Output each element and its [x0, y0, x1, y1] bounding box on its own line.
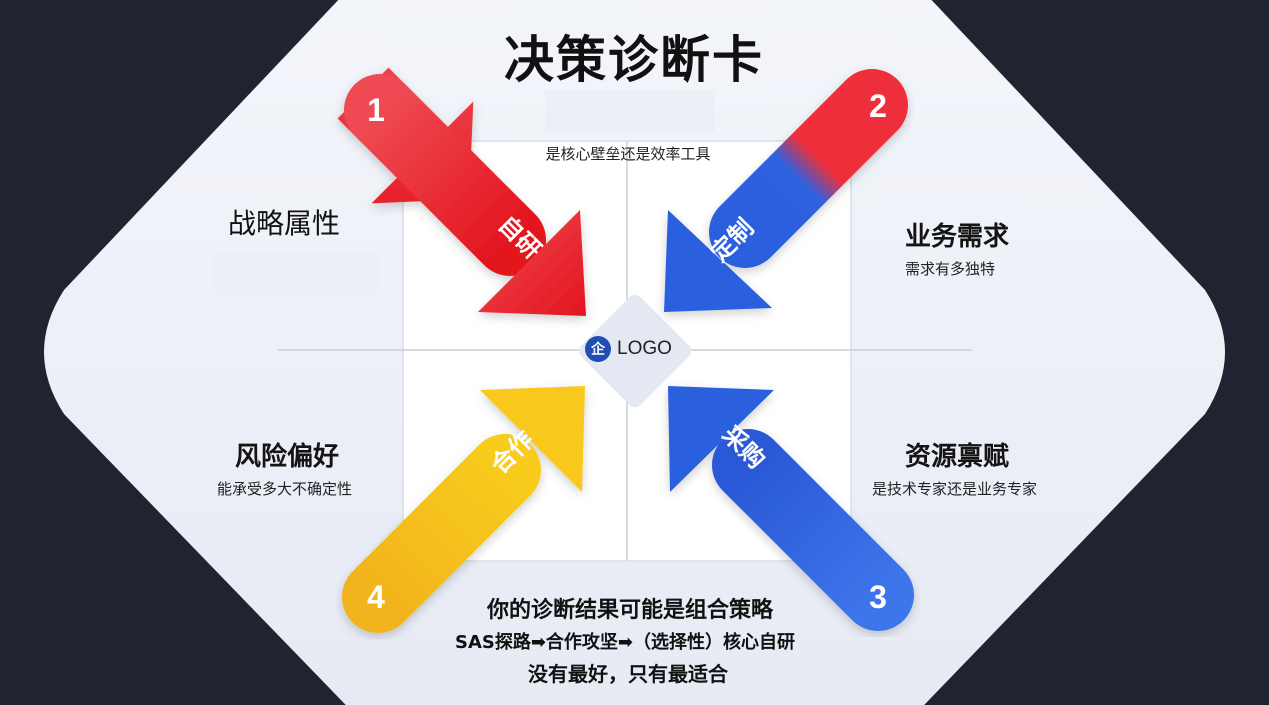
label-business-sub: 需求有多独特: [905, 260, 996, 278]
arrow-number-3: 3: [869, 579, 887, 615]
logo-icon: 企: [585, 336, 611, 362]
page-title: 决策诊断卡: [504, 31, 764, 89]
center-diamond: [578, 294, 692, 408]
center-logo: 企 LOGO: [585, 336, 672, 362]
arrow-number-2: 2: [869, 88, 887, 124]
arrow-4: [342, 386, 585, 633]
arrow-3: [668, 386, 914, 631]
label-strategic: 战略属性: [228, 207, 341, 240]
label-business-title: 业务需求: [905, 222, 1010, 252]
logo-text: LOGO: [617, 338, 672, 359]
label-resource-title: 资源禀赋: [905, 442, 1010, 472]
arrow-2: [664, 69, 908, 312]
bottom-line-1: 你的诊断结果可能是组合策略: [486, 598, 774, 623]
bottom-line-2: SAS探路➡合作攻坚➡（选择性）核心自研: [454, 632, 796, 653]
bottom-line-3: 没有最好，只有最适合: [528, 662, 728, 686]
placeholder-box-top: [545, 90, 715, 132]
label-risk-title: 风险偏好: [235, 442, 340, 472]
placeholder-box-left: [212, 252, 380, 294]
arrow-number-4: 4: [367, 579, 385, 615]
arrow-number-1: 1: [367, 92, 385, 128]
arrow-1: [337, 67, 586, 316]
label-resource-sub: 是技术专家还是业务专家: [872, 480, 1038, 498]
top-note: 是核心壁垒还是效率工具: [545, 145, 711, 163]
label-risk-sub: 能承受多大不确定性: [217, 480, 353, 498]
